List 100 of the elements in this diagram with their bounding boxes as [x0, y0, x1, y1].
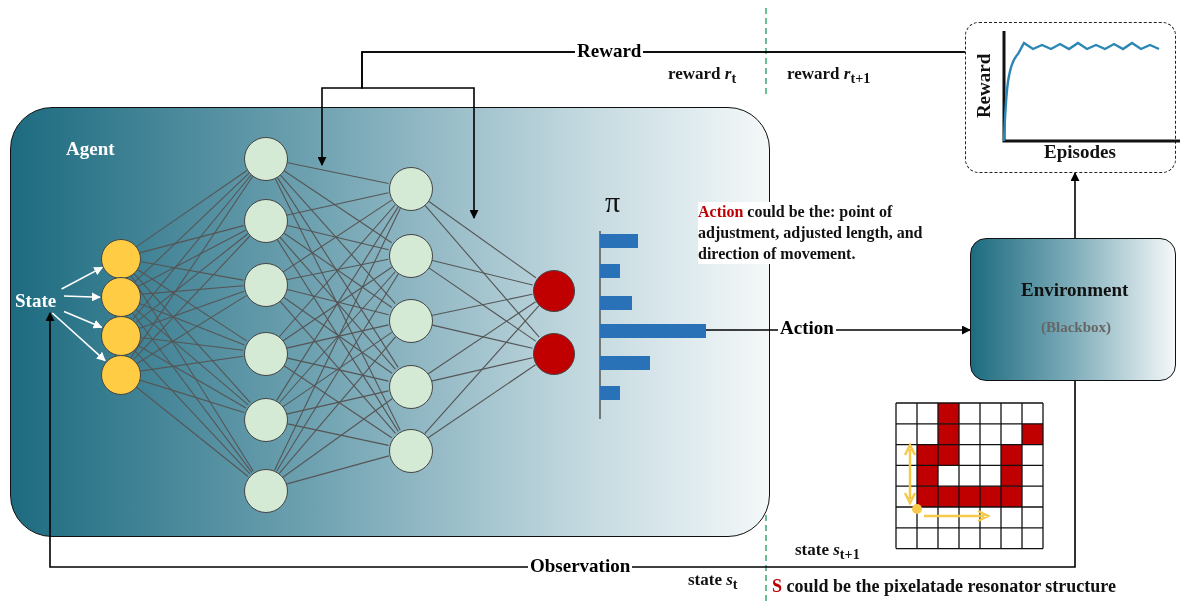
connection-line [285, 161, 390, 185]
connection-line [430, 259, 534, 286]
connection-line [427, 301, 537, 375]
output-neuron [533, 270, 575, 312]
connection-line [139, 260, 244, 281]
connection-line [134, 308, 249, 406]
connection-line [430, 293, 533, 317]
connection-line [430, 357, 534, 382]
connection-line [139, 285, 244, 295]
connection-line [285, 357, 390, 382]
input-neuron [101, 355, 141, 395]
connection-line [282, 169, 393, 244]
policy-symbol: π [605, 185, 621, 220]
structure-note: S could be the pixelatade resonator structure [772, 576, 1116, 597]
hidden-neuron [389, 167, 433, 211]
connection-line [276, 273, 399, 472]
connection-line [136, 295, 247, 365]
connection-line [273, 207, 402, 471]
reward-label: reward r$_{t+1}$ [787, 64, 871, 87]
hidden-neuron [244, 332, 288, 376]
environment-title: Environment [1021, 279, 1129, 301]
connection-line [430, 324, 534, 349]
hidden-neuron [244, 137, 288, 181]
hidden-neuron [389, 365, 433, 409]
connection-line [276, 206, 399, 401]
input-neuron [101, 239, 141, 279]
connection-line [137, 229, 247, 288]
hidden-neuron [389, 299, 433, 343]
connection-line [279, 270, 396, 404]
connection-line [286, 258, 389, 281]
connection-line [138, 225, 245, 254]
connection-line [135, 385, 249, 477]
connection-line [133, 172, 250, 283]
connection-line [285, 192, 390, 216]
arrow [51, 312, 106, 362]
connection-line [138, 302, 246, 346]
connection-line [132, 174, 252, 321]
connection-line [138, 379, 245, 414]
connection-line [274, 177, 401, 431]
connection-line [282, 331, 393, 408]
state-label: State [15, 290, 57, 312]
connection-line [139, 336, 244, 351]
connection-line [278, 203, 397, 338]
hidden-neuron [244, 199, 288, 243]
connection-line [133, 349, 251, 475]
state-label: state s$_{t}$ [688, 570, 738, 593]
connection-line [427, 364, 537, 439]
input-neuron [101, 277, 141, 317]
arrow [60, 266, 104, 290]
connection-line [285, 455, 390, 485]
y-axis-title: Reward [973, 53, 996, 119]
connection-line [131, 311, 253, 473]
connection-line [282, 398, 393, 478]
connection-line [135, 169, 248, 248]
connection-line [285, 324, 390, 349]
connection-line [427, 266, 537, 342]
input-neuron [101, 316, 141, 356]
arrow [63, 310, 103, 329]
state-label: state s$_{t+1}$ [795, 540, 860, 563]
connection-line [130, 274, 254, 472]
arrow [1070, 172, 1080, 239]
connection-line [282, 231, 393, 309]
connection-line [282, 199, 393, 273]
connection-line [424, 305, 540, 435]
connection-line [130, 175, 254, 358]
connection-line [427, 200, 537, 279]
hidden-neuron [244, 263, 288, 307]
connection-line [132, 272, 251, 404]
environment-note: (Blackbox) [1041, 319, 1111, 337]
reward-label: reward r$_{t}$ [668, 64, 737, 87]
connection-line [278, 336, 397, 474]
connection-line [285, 224, 390, 251]
arrow [63, 292, 101, 302]
connection-line [138, 290, 245, 329]
connection-line [136, 344, 247, 409]
connection-line [278, 300, 397, 434]
connection-line [423, 204, 540, 338]
connection-line [135, 233, 249, 324]
output-neuron [533, 333, 575, 375]
hidden-neuron [389, 234, 433, 278]
connection-line [282, 364, 393, 439]
agent-title: Agent [66, 138, 115, 160]
connection-line [139, 355, 244, 372]
connection-line [285, 423, 390, 446]
x-axis-title: Episodes [1044, 141, 1116, 163]
hidden-neuron [389, 429, 433, 473]
connection-line [276, 238, 399, 432]
connection-line [136, 268, 248, 342]
connection-line [282, 266, 393, 342]
pixel-grid-drawing [896, 403, 1044, 549]
connection-line [285, 390, 390, 415]
connection-line [276, 176, 399, 368]
connection-line [282, 296, 393, 374]
environment-box [970, 238, 1176, 381]
hidden-neuron [244, 469, 288, 513]
connection-line [279, 173, 396, 305]
connection-line [133, 235, 251, 360]
connection-line [285, 288, 390, 316]
connection-line [278, 236, 397, 370]
arrow [361, 51, 966, 219]
